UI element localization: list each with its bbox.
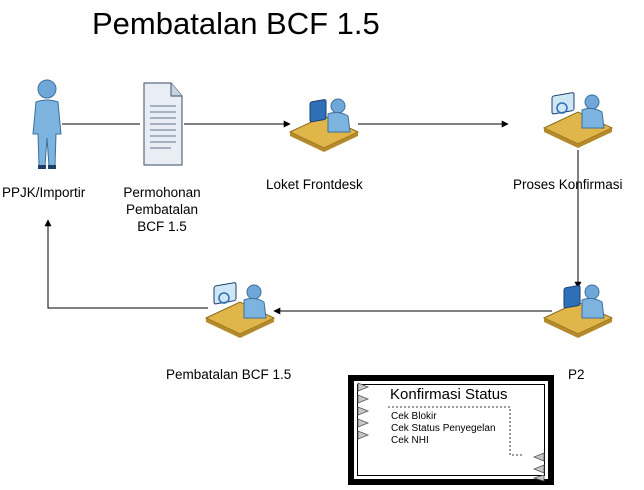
node-label-p2: P2 [568, 367, 585, 382]
status-item: Cek NHI [391, 435, 429, 446]
workstation-icon [288, 98, 360, 152]
connector-pembatalan-to-importir [44, 219, 208, 309]
document-label-line: Permohonan [123, 185, 201, 200]
status-item: Cek Status Penyegelan [391, 423, 496, 434]
node-label-frontdesk: Loket Frontdesk [266, 177, 363, 192]
page-title: Pembatalan BCF 1.5 [92, 6, 380, 41]
status-box-title: Konfirmasi Status [390, 386, 508, 403]
workstation-icon [204, 282, 276, 338]
status-item: Cek Blokir [391, 411, 437, 422]
node-label-importir: PPJK/Importir [2, 185, 86, 200]
workstation-icon [542, 92, 614, 148]
workstation-icon [542, 284, 614, 338]
person-icon [32, 79, 62, 169]
node-label-document: Permohonan Pembatalan BCF 1.5 [102, 184, 222, 235]
document-icon [143, 82, 183, 166]
node-label-konfirmasi: Proses Konfirmasi [513, 177, 623, 192]
status-box [348, 375, 554, 485]
document-label-line: BCF 1.5 [137, 219, 187, 234]
status-box-decoration [357, 382, 545, 482]
status-item-list: Cek Blokir Cek Status Penyegelan Cek NHI [391, 411, 496, 447]
node-label-pembatalan: Pembatalan BCF 1.5 [166, 367, 292, 382]
document-label-line: Pembatalan [125, 202, 199, 217]
